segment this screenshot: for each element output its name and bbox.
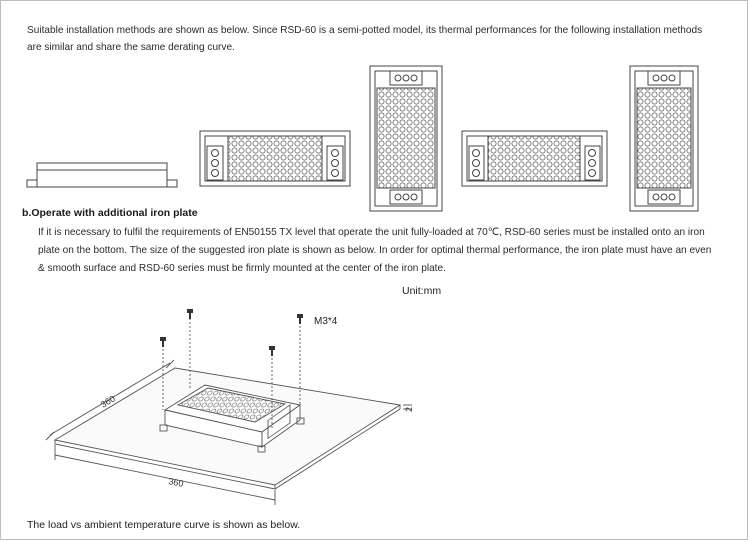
unit-horizontal-view-icon-2 — [461, 130, 608, 187]
thickness-dimension: 2 — [404, 407, 414, 412]
screw-icon — [160, 309, 303, 430]
unit-vertical-view-icon-2 — [629, 65, 699, 212]
unit-side-view-icon — [26, 162, 178, 188]
unit-label: Unit:mm — [402, 285, 442, 297]
iron-plate-drawing — [45, 309, 412, 505]
footer-text: The load vs ambient temperature curve is… — [27, 519, 301, 531]
unit-vertical-view-icon — [369, 65, 443, 212]
section-b-body: If it is necessary to fulfil the require… — [38, 226, 712, 274]
width-dimension: 360 — [168, 476, 185, 489]
unit-horizontal-view-icon — [199, 130, 351, 187]
intro-text: Suitable installation methods are shown … — [27, 24, 703, 53]
screw-label: M3*4 — [314, 316, 338, 327]
section-b-heading: b.Operate with additional iron plate — [22, 207, 198, 219]
